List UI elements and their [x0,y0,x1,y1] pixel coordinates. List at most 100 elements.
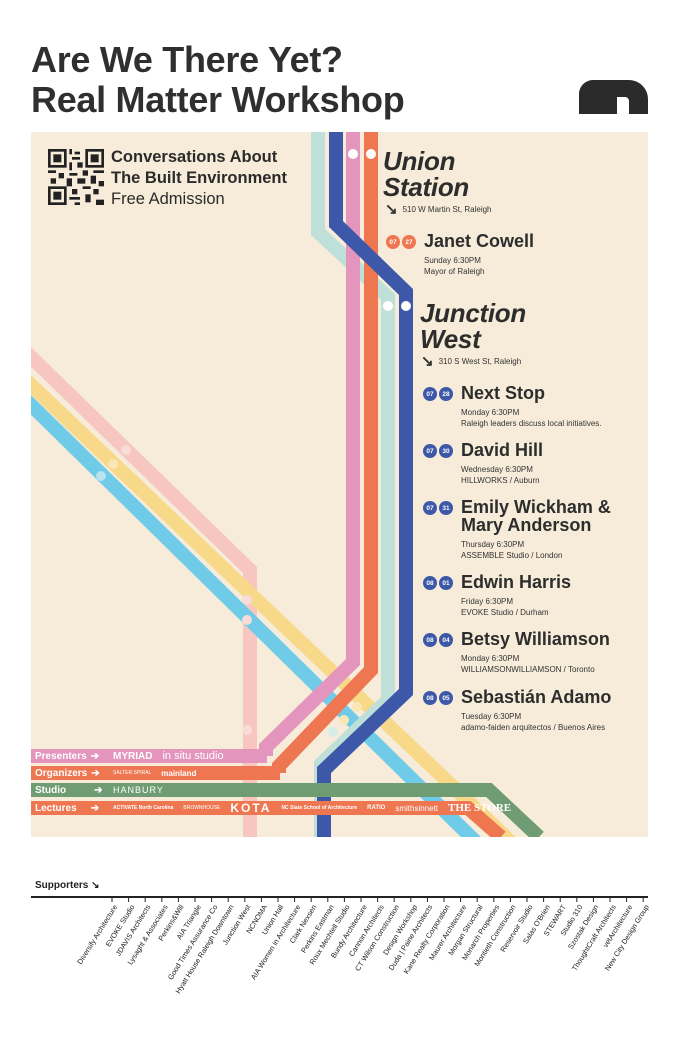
date-month-badge: 08 [423,633,437,647]
arrow-down-right-icon: ↘ [421,353,434,370]
bar-studio-logos: HANBURY [113,783,174,797]
event-detail: HILLWORKS / Auburn [461,476,540,485]
stop-dot [352,702,362,712]
event-name: David Hill [461,441,543,459]
intro-line-3: Free Admission [111,190,225,208]
line-yellow [31,375,516,837]
arrow-right-icon: ➔ [90,802,100,814]
event-name: Emily Wickham & Mary Anderson [461,498,611,534]
event-meta: Thursday 6:30PM ASSEMBLE Studio / London [461,539,648,561]
supporter-tick [177,897,179,902]
event-detail: WILLIAMSONWILLIAMSON / Toronto [461,665,595,674]
event-name-line-1: Emily Wickham & [461,497,611,517]
date-day-badge: 30 [439,444,453,458]
bar-lectures-track [31,801,506,837]
station-junction-west: Junction West [420,300,526,352]
event-item[interactable]: 08 05 Sebastián Adamo Tuesday 6:30PM ada… [423,688,643,733]
event-name: Janet Cowell [424,232,534,250]
event-detail: adamo-faiden arquitectos / Buenos Aires [461,723,606,732]
bar-lectures-label: Lectures ➔ [35,801,99,815]
intro-line-2: The Built Environment [111,169,288,187]
event-when: Tuesday 6:30PM [461,712,522,721]
event-name-line-1: Edwin Harris [461,572,572,592]
supporters-title-text: Supporters [35,880,89,891]
supporter-tick [194,897,196,902]
event-item[interactable]: 07 31 Emily Wickham & Mary Anderson Thur… [423,498,648,561]
event-item[interactable]: 07 28 Next Stop Monday 6:30PM Raleigh le… [423,384,643,429]
event-item[interactable]: 08 04 Betsy Williamson Monday 6:30PM WIL… [423,630,643,675]
supporter-tick [244,897,246,902]
event-meta: Tuesday 6:30PM adamo-faiden arquitectos … [461,711,643,733]
logo-nc-state: NC State School of Architecture [281,805,358,811]
bar-label-text: Lectures [35,802,77,814]
address-text: 310 S West St, Raleigh [438,356,522,366]
stop-dot [96,471,106,481]
logo-ratio: RATIO [367,805,386,811]
stop-dot [383,301,393,311]
supporter-tick [493,897,495,902]
transit-lines [31,132,544,837]
bar-organizers-label: Organizers➔ [35,766,100,780]
transit-map: Conversations About The Built Environmen… [31,132,648,837]
supporter-tick [509,897,511,902]
title-line-1: Are We There Yet? [31,39,343,80]
date-month-badge: 08 [423,691,437,705]
station-name-line-2: West [420,324,481,354]
event-name: Edwin Harris [461,573,571,591]
supporter-tick [559,897,561,902]
supporter-tick [609,897,611,902]
stop-dot [339,715,349,725]
stop-dot [242,725,252,735]
event-item[interactable]: 08 01 Edwin Harris Friday 6:30PM EVOKE S… [423,573,643,618]
logo-kota: KOTA [230,801,272,815]
supporter-tick [161,897,163,902]
qr-code-icon[interactable] [48,149,104,205]
logo-smithsinnett: smithsinnett [395,803,439,813]
arrow-right-icon: ➔ [94,784,103,796]
bar-presenters-label: Presenters➔ [35,749,99,763]
event-detail: EVOKE Studio / Durham [461,608,549,617]
event-meta: Sunday 6:30PM Mayor of Raleigh [424,255,606,277]
stop-dot [242,615,252,625]
supporter-tick [343,897,345,902]
station-name-line-1: Junction [420,298,526,328]
event-when: Monday 6:30PM [461,408,520,417]
logo-myriad: MYRIAD [113,750,153,762]
supporter-tick [227,897,229,902]
date-month-badge: 07 [386,235,400,249]
supporter-tick [310,897,312,902]
poster-title: Are We There Yet? Real Matter Workshop [31,39,405,120]
supporter-tick [642,897,644,902]
bar-presenters-track [31,749,267,763]
logo-brownhouse: BROWNHOUSE [183,805,221,811]
event-name-line-1: David Hill [461,440,544,460]
station-name-line-1: Union [383,146,456,176]
bar-label-text: Organizers [35,767,88,779]
supporter-tick [443,897,445,902]
supporter-tick [543,897,545,902]
event-name: Next Stop [461,384,545,402]
date-day-badge: 04 [439,633,453,647]
logo-hanbury: HANBURY [113,785,164,795]
event-item[interactable]: 07 27 Janet Cowell Sunday 6:30PM Mayor o… [386,232,606,277]
event-name-line-1: Janet Cowell [424,231,535,251]
event-when: Thursday 6:30PM [461,540,525,549]
bar-label-text: Studio [35,784,67,796]
date-month-badge: 07 [423,501,437,515]
supporter-tick [410,897,412,902]
supporter-tick [277,897,279,902]
line-blue [317,132,413,837]
stop-dot [121,445,131,455]
date-day-badge: 27 [402,235,416,249]
event-item[interactable]: 07 30 David Hill Wednesday 6:30PM HILLWO… [423,441,643,486]
station-union: Union Station [383,148,469,200]
event-meta: Monday 6:30PM WILLIAMSONWILLIAMSON / Tor… [461,653,643,675]
bar-organizers-logos: SALTER SPIRAL mainland [113,766,206,780]
arrow-right-icon: ➔ [90,750,100,762]
station-union-address: ↘ 510 W Martin St, Raleigh [385,200,492,218]
brand-logo-icon [579,80,648,114]
date-day-badge: 31 [439,501,453,515]
event-name-line-2: Mary Anderson [461,515,592,535]
bar-studio-track [31,783,544,837]
supporter-tick [526,897,528,902]
